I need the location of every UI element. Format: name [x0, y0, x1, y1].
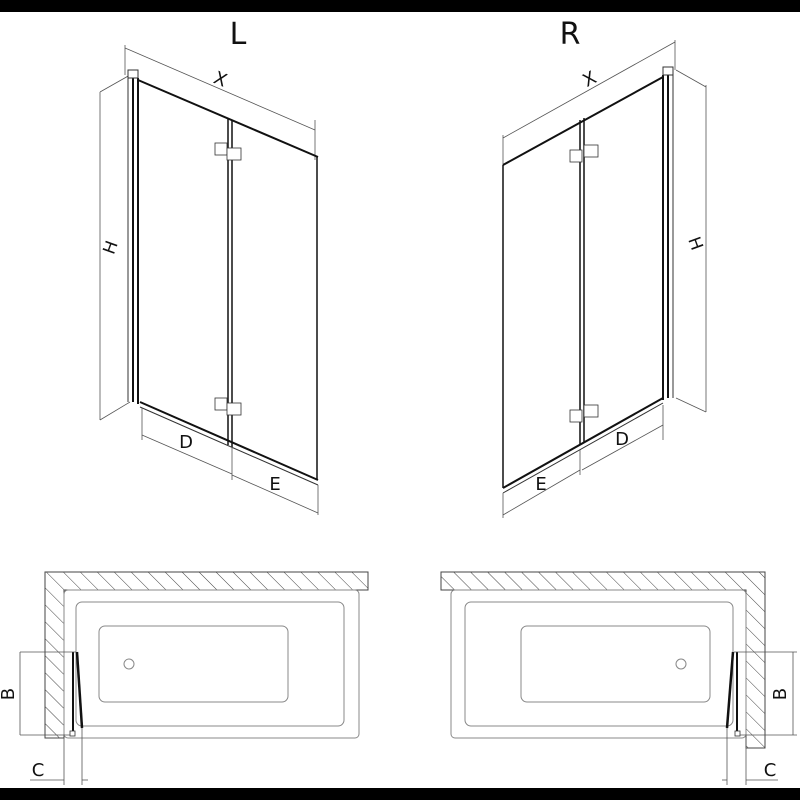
dimension-d-right: D	[615, 429, 629, 450]
dimension-c-left: C	[32, 760, 45, 781]
dimension-e-right: E	[535, 474, 546, 495]
dimension-b-left: B	[0, 688, 19, 700]
dimension-d-left: D	[179, 432, 193, 453]
left-iso-view: L X H D E	[99, 17, 319, 515]
right-plan-view: B C	[440, 571, 797, 785]
variant-title-right: R	[560, 17, 581, 52]
dimension-h-left: H	[99, 238, 122, 257]
technical-drawing: L X H D E	[0, 12, 800, 788]
dimension-x-left: X	[211, 67, 230, 91]
dimension-c-right: C	[764, 760, 777, 781]
dimension-b-right: B	[770, 688, 791, 700]
dimension-e-left: E	[269, 474, 280, 495]
variant-title-left: L	[230, 17, 247, 52]
dimension-h-right: H	[683, 234, 706, 253]
left-plan-view: B C	[0, 571, 369, 785]
dimension-x-right: X	[579, 67, 600, 91]
right-iso-view: R X H D E	[502, 17, 707, 518]
